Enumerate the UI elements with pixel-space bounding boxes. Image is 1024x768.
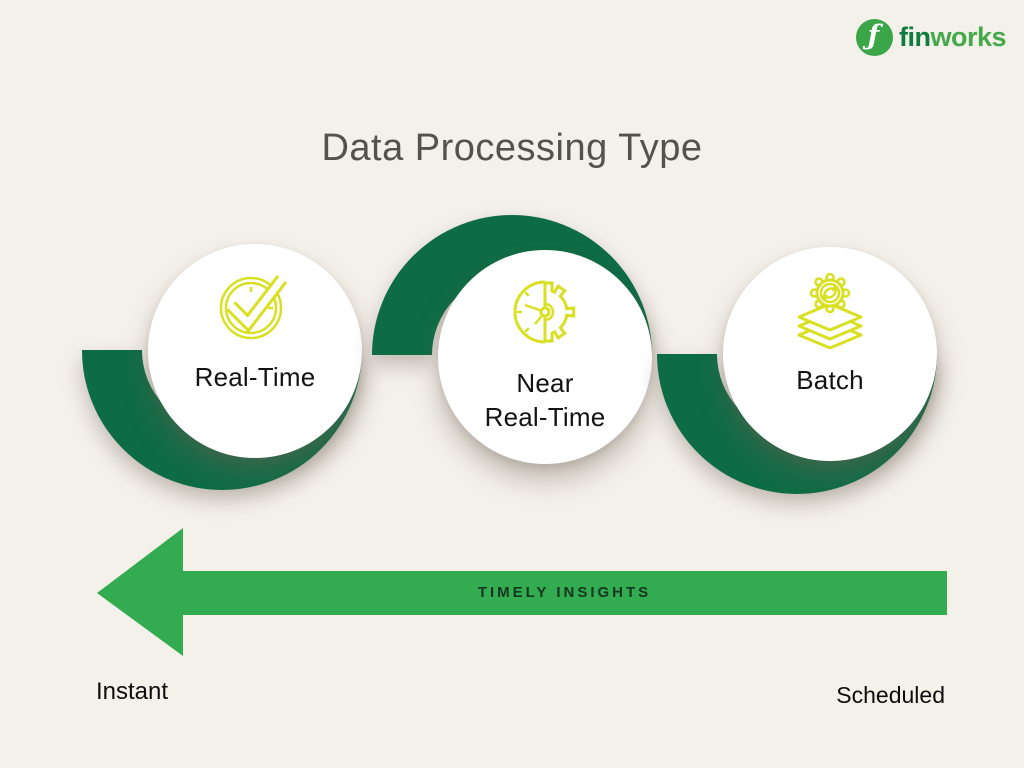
left-arrow-shape (97, 528, 947, 656)
brand-prefix: fin (898, 21, 931, 52)
brand-logo: ƒ finworks (855, 18, 1007, 56)
logo-glyph: ƒ (867, 19, 880, 51)
finworks-logo-icon: ƒ (855, 18, 893, 56)
endpoint-instant: Instant (96, 678, 169, 705)
brand-wordmark: finworks (898, 21, 1007, 53)
timeline-arrow (97, 528, 947, 656)
endpoint-scheduled: Scheduled (836, 682, 945, 708)
clock-check-icon (215, 266, 295, 346)
layers-gear-icon (790, 269, 870, 349)
arrow-label: TIMELY INSIGHTS (477, 583, 652, 601)
node-real-time: Real-Time (148, 244, 362, 458)
brand-suffix: works (930, 21, 1006, 52)
node-label: Near Real-Time (484, 368, 606, 432)
clock-gear-icon (505, 272, 585, 352)
page-title: Data Processing Type (321, 127, 703, 170)
node-near-real-time: Near Real-Time (438, 250, 652, 464)
node-label: Real-Time (194, 362, 316, 392)
node-batch: Batch (723, 247, 937, 461)
node-label: Batch (796, 365, 864, 395)
